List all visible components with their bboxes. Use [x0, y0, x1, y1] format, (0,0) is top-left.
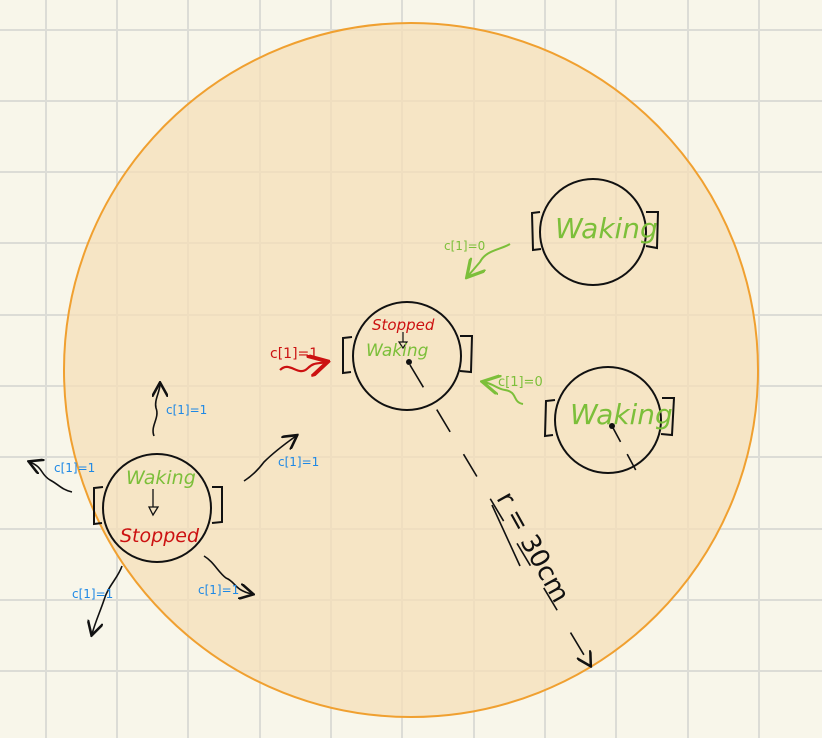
robot-state-label: Waking: [570, 398, 673, 431]
signal-label-left-up: c[1]=1: [166, 403, 207, 417]
signal-label-top-right: c[1]=0: [444, 239, 485, 253]
radius-line: [409, 364, 590, 665]
left-wheel-icon: [543, 399, 556, 438]
robot-state-top-label: Waking: [126, 467, 196, 489]
signal-label-left-up-right: c[1]=1: [278, 455, 319, 469]
robot-middle-right: Waking: [543, 366, 676, 474]
broadcast-arrow-up: [153, 384, 160, 437]
broadcast-arrow-up-right: [243, 436, 296, 482]
signal-label-left-left: c[1]=1: [54, 461, 95, 475]
radius-label-underline: [491, 504, 521, 567]
transition-arrow-icon: [147, 489, 160, 517]
signal-label-left-down: c[1]=1: [72, 587, 113, 601]
center-dot-icon: [406, 359, 412, 365]
signal-label-left-down-right: c[1]=1: [198, 583, 239, 597]
signal-arrow-center-in: [279, 362, 326, 371]
communication-range-circle: [63, 22, 759, 718]
right-wheel-icon: [660, 397, 676, 437]
signal-label-center-in: c[1]=1: [270, 346, 318, 362]
right-wheel-icon: [645, 211, 660, 250]
robot-top-right: Waking: [530, 178, 660, 286]
broadcast-arrow-left: [30, 462, 73, 493]
signal-arrow-middle-right: [484, 382, 524, 405]
signal-arrow-top-right: [468, 243, 511, 276]
left-wheel-icon: [530, 211, 542, 252]
robot-state-label: Waking: [555, 212, 658, 245]
robot-center: Stopped Waking: [342, 301, 474, 411]
broadcast-arrow-down: [92, 565, 123, 634]
robot-left: Waking Stopped: [93, 453, 223, 563]
robot-state-top-label: Stopped: [372, 316, 435, 334]
right-wheel-icon: [459, 335, 474, 374]
robot-state-bottom-label: Waking: [366, 341, 429, 361]
signal-label-middle-right: c[1]=0: [498, 375, 543, 390]
transition-arrow-icon: [397, 332, 409, 350]
left-wheel-icon: [342, 336, 353, 375]
right-wheel-icon: [211, 486, 223, 524]
robot-state-bottom-label: Stopped: [120, 525, 200, 547]
heading-dash: [611, 425, 641, 479]
left-wheel-icon: [93, 486, 104, 526]
broadcast-arrow-down-right: [203, 555, 252, 594]
